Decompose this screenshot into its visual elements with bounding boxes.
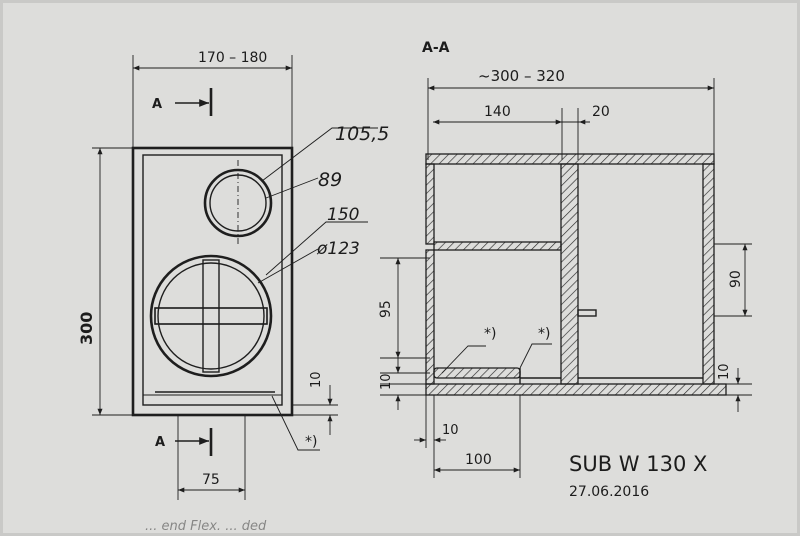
height-90-label: 90 <box>728 270 744 288</box>
depth-label: ~300 – 320 <box>478 67 565 85</box>
chamber-label: 140 <box>484 104 511 120</box>
driver-outer-label: 150 <box>327 205 359 225</box>
front-note-marker: *) <box>305 434 317 450</box>
driver-inner-label: ø123 <box>316 239 360 259</box>
port-outer-label: 105,5 <box>335 123 389 145</box>
title-block: SUB W 130 X 27.06.2016 <box>569 452 707 500</box>
top-panel <box>425 153 715 165</box>
section-title: A-A <box>422 40 450 56</box>
port-offset-label: 75 <box>202 472 220 488</box>
front-width-label: 170 – 180 <box>198 50 267 66</box>
port-length-label: 100 <box>465 452 492 468</box>
wall-label: 20 <box>592 104 610 120</box>
front-panel-outline <box>131 146 294 417</box>
front-height-label: 300 <box>77 312 96 345</box>
section-note-marker-2: *) <box>538 326 550 342</box>
bottom-right-10-label: 10 <box>717 363 732 380</box>
section-label-top: A <box>152 97 162 112</box>
section-view: A-A ~300 – 320 140 20 95 <box>378 40 752 478</box>
bottom-left-10-label: 10 <box>379 373 394 390</box>
port-inner-label: 89 <box>318 169 342 191</box>
bottom-panel <box>425 383 727 396</box>
port-shelf <box>433 241 562 251</box>
front-view: 170 – 180 A A 300 105,5 89 <box>77 50 389 500</box>
driver-cutout-inner <box>157 262 265 370</box>
left-baffle-upper <box>425 163 435 245</box>
section-label-bottom: A <box>155 435 165 450</box>
floor-10-label: 10 <box>442 423 459 438</box>
height-95-label: 95 <box>378 300 394 318</box>
left-baffle-lower <box>425 249 435 385</box>
section-note-marker-1: *) <box>484 326 496 342</box>
driver-cutout-outer <box>149 254 273 378</box>
footer-note: ... end Flex. ... ded <box>145 519 267 534</box>
model-title: SUB W 130 X <box>569 452 707 476</box>
right-panel <box>702 163 715 385</box>
inner-floor <box>433 367 521 379</box>
divider-panel <box>560 163 579 385</box>
front-bottom-gap-label: 10 <box>309 371 324 388</box>
drawing-date: 27.06.2016 <box>569 484 649 500</box>
